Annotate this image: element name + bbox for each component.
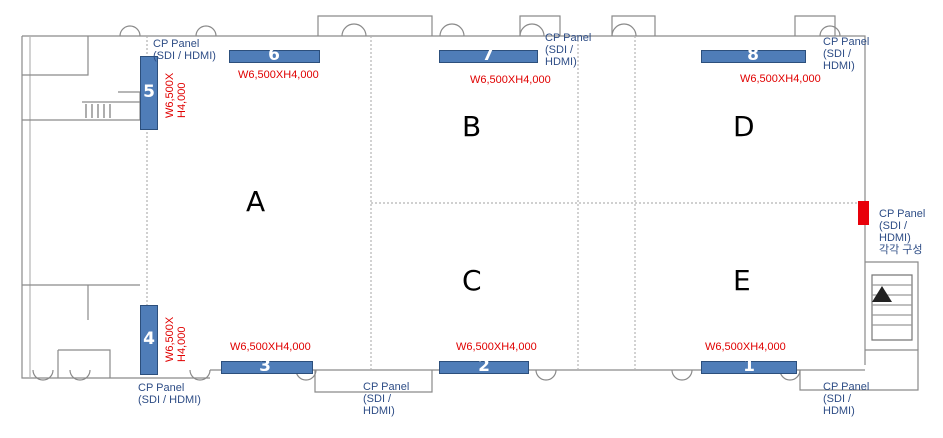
screen-1-number: 1 bbox=[743, 356, 755, 376]
screen-5-number: 5 bbox=[143, 82, 155, 102]
screen-5-size: W6,500X H4,000 bbox=[164, 73, 188, 118]
screen-2-size: W6,500XH4,000 bbox=[456, 341, 537, 353]
screen-7-size: W6,500XH4,000 bbox=[470, 74, 551, 86]
room-a-label: A bbox=[246, 185, 266, 218]
cp-panel-signal: (SDI / bbox=[823, 393, 852, 405]
screen-6 bbox=[229, 50, 320, 63]
screen-8-size: W6,500XH4,000 bbox=[740, 73, 821, 85]
screen-5-size-line1: W6,500X bbox=[164, 72, 176, 118]
screen-6-size: W6,500XH4,000 bbox=[238, 69, 319, 81]
stair-arrow-icon bbox=[872, 286, 892, 302]
screen-8 bbox=[701, 50, 806, 63]
cp-panel-signal: (SDI / HDMI) bbox=[153, 50, 216, 62]
screen-2 bbox=[439, 361, 529, 374]
cp-panel-note: 각각 구성 bbox=[879, 244, 923, 256]
screen-6-number: 6 bbox=[268, 45, 280, 65]
cp-panel-top-right: CP Panel (SDI / HDMI) bbox=[823, 36, 869, 72]
cp-panel-marker bbox=[858, 201, 869, 225]
screen-3 bbox=[221, 361, 313, 374]
cp-panel-signal: (SDI / bbox=[879, 220, 908, 232]
screen-3-number: 3 bbox=[259, 356, 271, 376]
cp-panel-bottom-left: CP Panel (SDI / HDMI) bbox=[138, 382, 201, 406]
cp-panel-title: CP Panel bbox=[138, 382, 185, 394]
screen-4-size: W6,500X H4,000 bbox=[164, 317, 188, 362]
cp-panel-title: CP Panel bbox=[363, 381, 410, 393]
cp-panel-signal: (SDI / bbox=[545, 44, 574, 56]
cp-panel-signal: (SDI / bbox=[363, 393, 392, 405]
cp-panel-signal: HDMI) bbox=[823, 405, 855, 417]
screen-4-size-line2: H4,000 bbox=[176, 326, 188, 362]
cp-panel-signal: HDMI) bbox=[879, 232, 911, 244]
room-e-label: E bbox=[733, 264, 751, 297]
cp-panel-bottom-right: CP Panel (SDI / HDMI) bbox=[823, 381, 869, 417]
screen-1 bbox=[701, 361, 797, 374]
screen-5 bbox=[140, 56, 158, 130]
screen-7-number: 7 bbox=[482, 45, 494, 65]
cp-panel-title: CP Panel bbox=[823, 36, 870, 48]
room-d-label: D bbox=[733, 110, 755, 143]
cp-panel-signal: HDMI) bbox=[545, 56, 577, 68]
screen-7 bbox=[439, 50, 538, 63]
cp-panel-title: CP Panel bbox=[879, 208, 926, 220]
screen-5-size-line2: H4,000 bbox=[176, 82, 188, 118]
screen-2-number: 2 bbox=[478, 356, 490, 376]
screen-3-size: W6,500XH4,000 bbox=[230, 341, 311, 353]
cp-panel-signal: (SDI / HDMI) bbox=[138, 394, 201, 406]
room-b-label: B bbox=[462, 110, 482, 143]
cp-panel-title: CP Panel bbox=[545, 32, 592, 44]
screen-4-size-line1: W6,500X bbox=[164, 316, 176, 362]
screen-4 bbox=[140, 305, 158, 375]
screen-4-number: 4 bbox=[143, 329, 155, 349]
screen-1-size: W6,500XH4,000 bbox=[705, 341, 786, 353]
cp-panel-title: CP Panel bbox=[153, 38, 200, 50]
screen-8-number: 8 bbox=[747, 45, 759, 65]
room-c-label: C bbox=[462, 264, 482, 297]
cp-panel-title: CP Panel bbox=[823, 381, 870, 393]
cp-panel-bottom-mid: CP Panel (SDI / HDMI) bbox=[363, 381, 409, 417]
cp-panel-signal: (SDI / bbox=[823, 48, 852, 60]
cp-panel-top-left: CP Panel (SDI / HDMI) bbox=[153, 38, 216, 62]
cp-panel-right-mid: CP Panel (SDI / HDMI) 각각 구성 bbox=[879, 208, 925, 256]
cp-panel-signal: HDMI) bbox=[363, 405, 395, 417]
cp-panel-top-mid: CP Panel (SDI / HDMI) bbox=[545, 32, 591, 68]
cp-panel-signal: HDMI) bbox=[823, 60, 855, 72]
